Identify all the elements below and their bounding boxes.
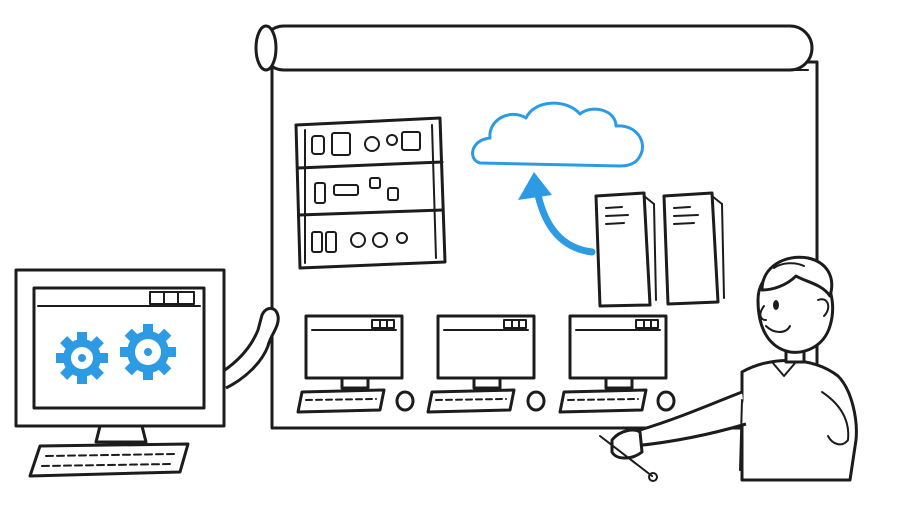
server-rack-icon — [294, 116, 447, 270]
desktop-monitor-icon — [14, 268, 280, 444]
arrow-up-icon — [518, 172, 596, 256]
keyboard-icon — [28, 442, 190, 478]
server-tower-icon — [662, 191, 725, 306]
workstation-icon — [426, 314, 546, 414]
workstation-icon — [296, 314, 415, 414]
cloud-icon — [471, 101, 644, 168]
presenter-person-icon — [599, 255, 858, 482]
workstation-icon — [558, 314, 676, 414]
server-tower-icon — [594, 191, 657, 308]
gear-icon — [120, 324, 176, 380]
gear-icon — [56, 332, 108, 384]
